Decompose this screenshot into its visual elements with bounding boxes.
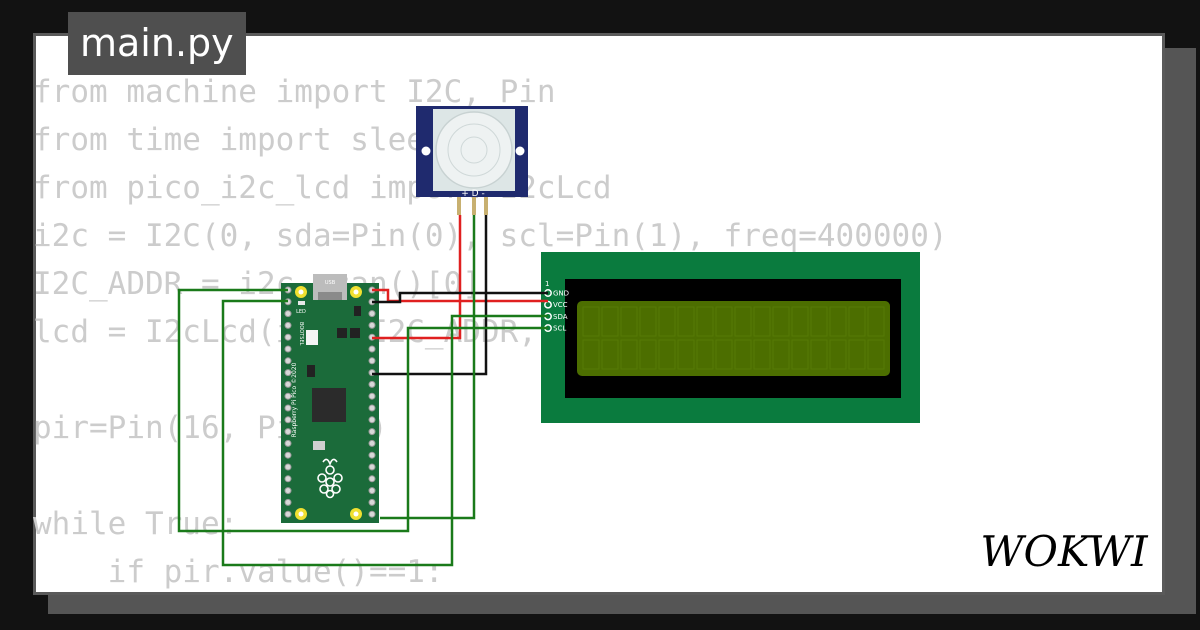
raspberry-pi-pico[interactable]: USB LED BOOTSEL Raspberry Pi Pico ©2020: [281, 274, 379, 523]
lcd-pin-label: VCC: [553, 301, 568, 309]
pico-bootsel-label: BOOTSEL: [298, 322, 304, 346]
file-tab[interactable]: main.py: [68, 12, 246, 75]
code-line: from machine import I2C, Pin: [33, 74, 556, 110]
code-line: i2c = I2C(0, sda=Pin(0), scl=Pin(1), fre…: [33, 218, 948, 254]
svg-text:WOKWI: WOKWI: [980, 527, 1149, 576]
code-line: if pir.value()==1:: [33, 554, 444, 590]
wokwi-logo: WOKWI: [980, 527, 1149, 576]
raspberry-pi-logo-icon: [317, 458, 343, 499]
lcd-pin-number: 1: [545, 280, 549, 288]
lcd-pin-label: SCL: [553, 325, 566, 333]
pico-led-label: LED: [296, 309, 306, 315]
code-line: from pico_i2c_lcd import I2cLcd: [33, 170, 612, 206]
lcd-display[interactable]: 1 GND VCC SDA SCL: [541, 252, 920, 423]
pico-pin-pads: [284, 286, 376, 518]
rp2040-chip: [312, 388, 346, 422]
wires: [177, 215, 548, 567]
lcd-pin-label: SDA: [553, 313, 568, 321]
pico-board-label: Raspberry Pi Pico ©2020: [291, 362, 298, 437]
pir-pin-labels: + D -: [461, 189, 484, 199]
lcd-pin-label: GND: [553, 290, 569, 298]
pir-sensor[interactable]: + D -: [416, 106, 528, 215]
bootsel-button[interactable]: [306, 330, 318, 345]
pico-usb-label: USB: [325, 280, 336, 286]
lcd-char-grid: [582, 306, 885, 370]
